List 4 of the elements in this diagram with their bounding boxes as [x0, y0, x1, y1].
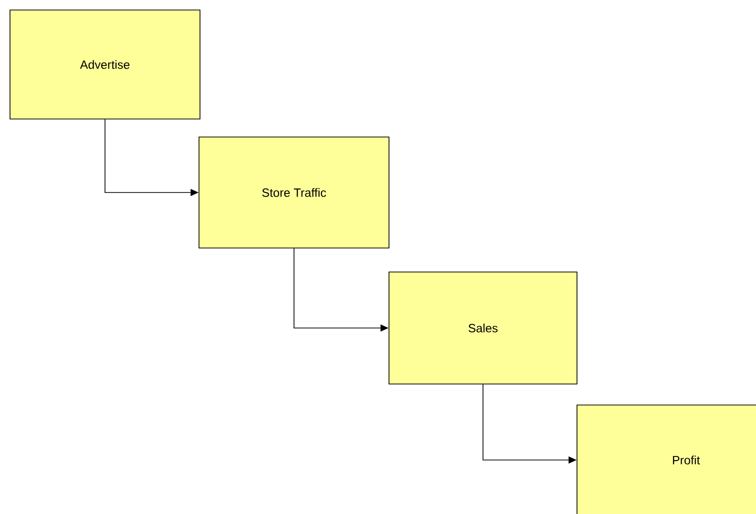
process-box: Profit: [576, 404, 756, 514]
process-box: Advertise: [10, 10, 200, 120]
process-box: Store Traffic: [198, 136, 390, 248]
process-box: Sales: [388, 272, 578, 384]
